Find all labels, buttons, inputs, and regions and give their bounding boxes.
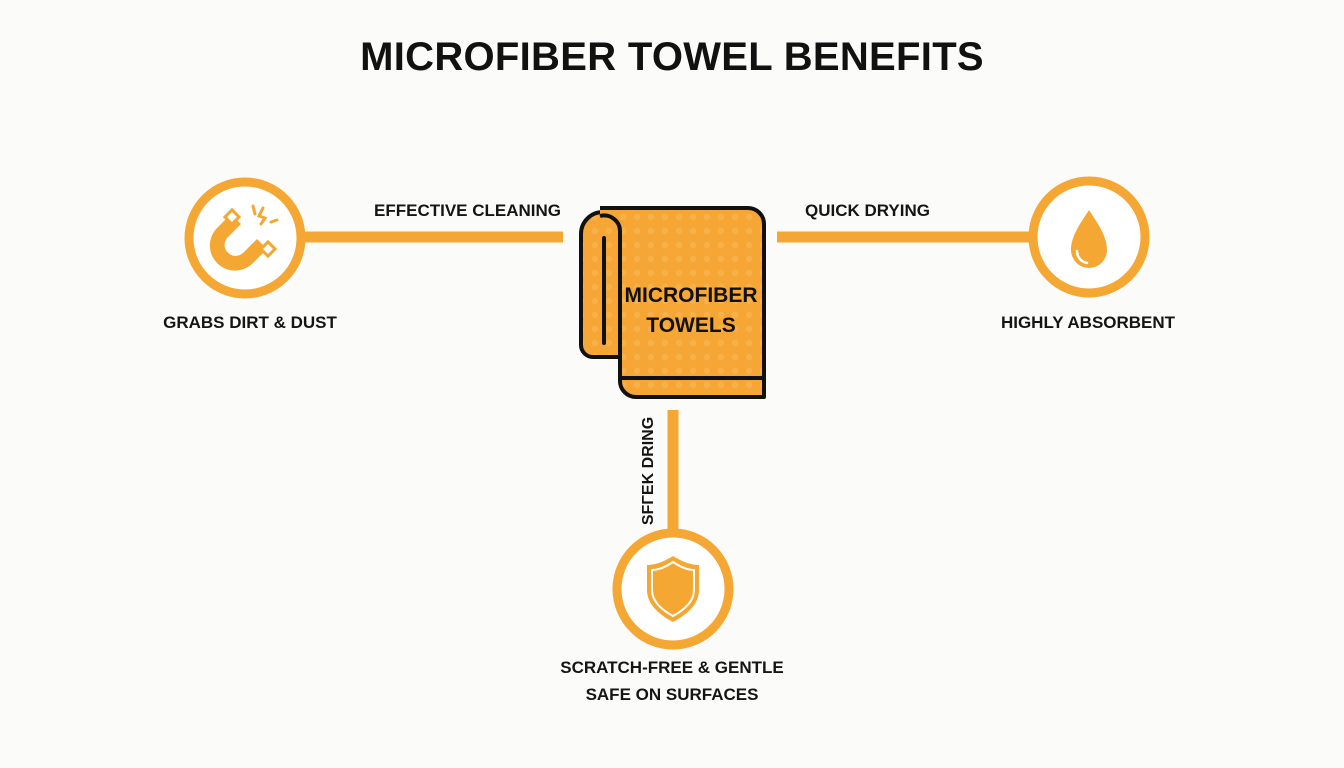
center-node-label: MICROFIBER TOWELS xyxy=(620,281,762,341)
bottom-connector-label: SFΓEK DRING xyxy=(640,416,657,526)
right-connector-label: QUICK DRYING xyxy=(805,201,930,220)
bottom-node-label-line2: SAFE ON SURFACES xyxy=(585,685,759,704)
water-drop-icon xyxy=(1071,210,1107,268)
left-connector-label: EFFECTIVE CLEANING xyxy=(374,201,562,220)
right-node xyxy=(1028,176,1150,298)
shield-icon xyxy=(647,556,699,622)
left-node xyxy=(184,177,306,299)
left-node-label: GRABS DIRT & DUST xyxy=(163,313,337,332)
center-label-line1: MICROFIBER xyxy=(624,284,758,307)
diagram-title: MICROFIBER TOWEL BENEFITS xyxy=(360,35,984,79)
bottom-node-label-line1: SCRATCH-FREE & GENTLE xyxy=(560,658,784,677)
center-label-line2: TOWELS xyxy=(646,314,736,337)
right-node-label: HIGHLY ABSORBENT xyxy=(1000,313,1176,332)
bottom-node xyxy=(612,528,734,650)
towel-icon xyxy=(579,206,766,399)
magnet-icon xyxy=(209,204,279,271)
